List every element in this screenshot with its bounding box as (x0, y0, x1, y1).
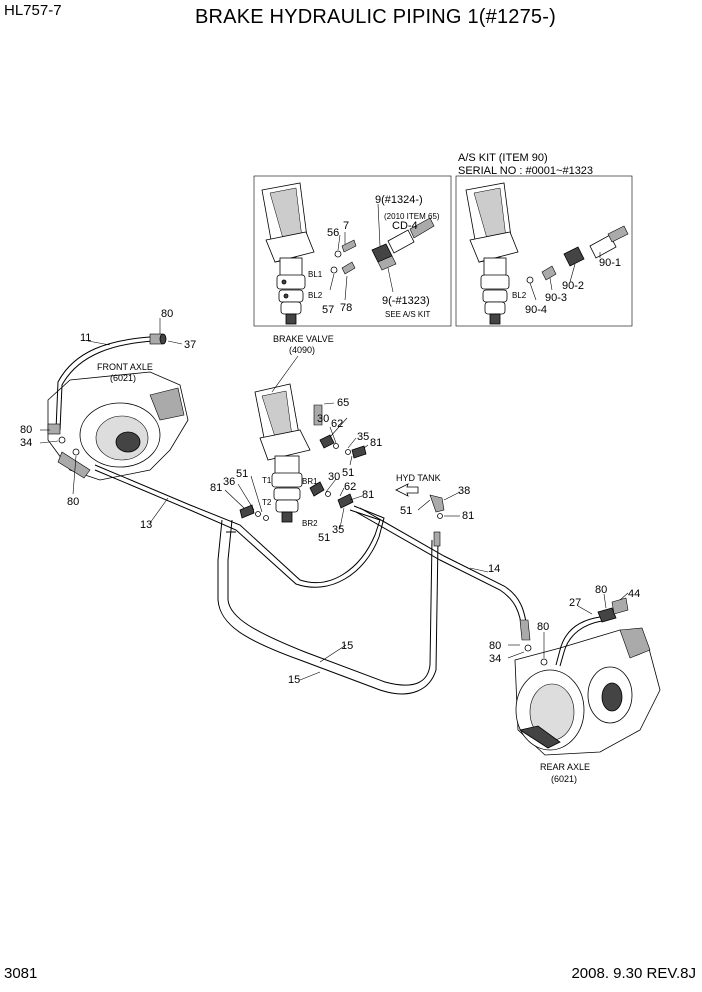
fittings (47, 333, 629, 666)
callout-44: 44 (628, 588, 640, 600)
callout-labels: 11 80 37 80 34 80 13 65 30 62 35 81 51 5… (20, 308, 640, 686)
hyd-tank-arrow-icon (395, 483, 419, 497)
pedal-valve-inset-left (261, 182, 315, 325)
callout-81: 81 (362, 489, 374, 501)
callout-81: 81 (462, 510, 474, 522)
port-br1: BR1 (302, 477, 318, 486)
callout-80: 80 (595, 584, 607, 596)
svg-text:56: 56 (327, 227, 339, 239)
callout-30: 30 (317, 413, 329, 425)
inset-box-pedal (253, 175, 452, 327)
svg-text:7: 7 (343, 220, 349, 232)
model-number: HL757-7 (4, 2, 62, 19)
adapter-90-2 (563, 246, 585, 267)
svg-text:BL2: BL2 (308, 291, 323, 300)
svg-text:78: 78 (340, 302, 352, 314)
port-t2: T2 (262, 498, 272, 507)
callout-80: 80 (161, 308, 173, 320)
callout-80: 80 (67, 496, 79, 508)
callout-34: 34 (20, 437, 32, 449)
pipe-15 (217, 519, 439, 695)
rear-axle-number: (6021) (551, 774, 577, 784)
pipe-14 (355, 507, 528, 631)
rear-axle (514, 627, 661, 756)
callout-51: 51 (342, 467, 354, 479)
pedal-valve-inset-right (465, 182, 519, 325)
callout-51: 51 (318, 532, 330, 544)
svg-text:90-1: 90-1 (599, 257, 621, 269)
svg-text:(2010 ITEM 65): (2010 ITEM 65) (384, 212, 440, 221)
callout-27: 27 (569, 597, 581, 609)
hyd-tank-label: HYD TANK (396, 473, 441, 483)
callout-80: 80 (537, 621, 549, 633)
callout-51: 51 (400, 505, 412, 517)
front-axle-label: FRONT AXLE (97, 362, 153, 372)
port-br2: BR2 (302, 519, 318, 528)
hose-end-90-1 (589, 234, 617, 259)
hose-11 (55, 336, 154, 431)
svg-text:57: 57 (322, 304, 334, 316)
callout-51: 51 (236, 468, 248, 480)
as-kit-serial: SERIAL NO : #0001~#1323 (458, 165, 593, 177)
callout-62: 62 (344, 481, 356, 493)
brake-valve-label: BRAKE VALVE (273, 334, 334, 344)
callout-37: 37 (184, 339, 196, 351)
adapter-9 (371, 217, 435, 263)
inset-box-as-kit (455, 175, 633, 327)
fitting-78 (341, 261, 356, 275)
callout-14: 14 (488, 563, 500, 575)
callout-30: 30 (328, 471, 340, 483)
svg-text:9(-#1323): 9(-#1323) (382, 295, 430, 307)
svg-text:SEE A/S KIT: SEE A/S KIT (385, 310, 430, 319)
callout-13: 13 (140, 519, 152, 531)
revision-date: 2008. 9.30 REV.8J (571, 965, 696, 982)
callout-36: 36 (223, 476, 235, 488)
callout-38: 38 (458, 485, 470, 497)
callout-62: 62 (331, 418, 343, 430)
front-axle-number: (6021) (110, 373, 136, 383)
callout-15: 15 (341, 640, 353, 652)
callout-80: 80 (20, 424, 32, 436)
callout-35: 35 (357, 431, 369, 443)
rear-axle-label: REAR AXLE (540, 762, 590, 772)
callout-80: 80 (489, 640, 501, 652)
brake-valve (254, 383, 311, 523)
svg-text:90-2: 90-2 (562, 280, 584, 292)
callout-15: 15 (288, 674, 300, 686)
page-number: 3081 (4, 965, 38, 982)
callout-81: 81 (370, 437, 382, 449)
seal-57 (330, 266, 338, 274)
callout-65: 65 (337, 397, 349, 409)
brake-valve-number: (4090) (289, 345, 315, 355)
fitting-90-3 (541, 265, 557, 281)
callout-35: 35 (332, 524, 344, 536)
fitting-7 (341, 239, 357, 253)
front-axle (47, 371, 189, 481)
callout-34: 34 (489, 653, 501, 665)
callout-81: 81 (210, 482, 222, 494)
port-t1: T1 (262, 476, 272, 485)
svg-text:BL1: BL1 (308, 270, 323, 279)
svg-text:BL2: BL2 (512, 291, 527, 300)
as-kit-title: A/S KIT (ITEM 90) (458, 152, 548, 164)
svg-text:90-3: 90-3 (545, 292, 567, 304)
svg-text:90-4: 90-4 (525, 304, 547, 316)
fitting-9b (377, 255, 397, 271)
svg-text:9(#1324-): 9(#1324-) (375, 194, 423, 206)
page-title: BRAKE HYDRAULIC PIPING 1(#1275-) (195, 6, 556, 28)
seal-90-4 (526, 276, 534, 284)
washer-56 (334, 250, 342, 258)
svg-text:CD-4: CD-4 (392, 220, 418, 232)
callout-11: 11 (80, 332, 91, 344)
pipe-13 (94, 464, 385, 588)
hose-27 (555, 616, 603, 667)
